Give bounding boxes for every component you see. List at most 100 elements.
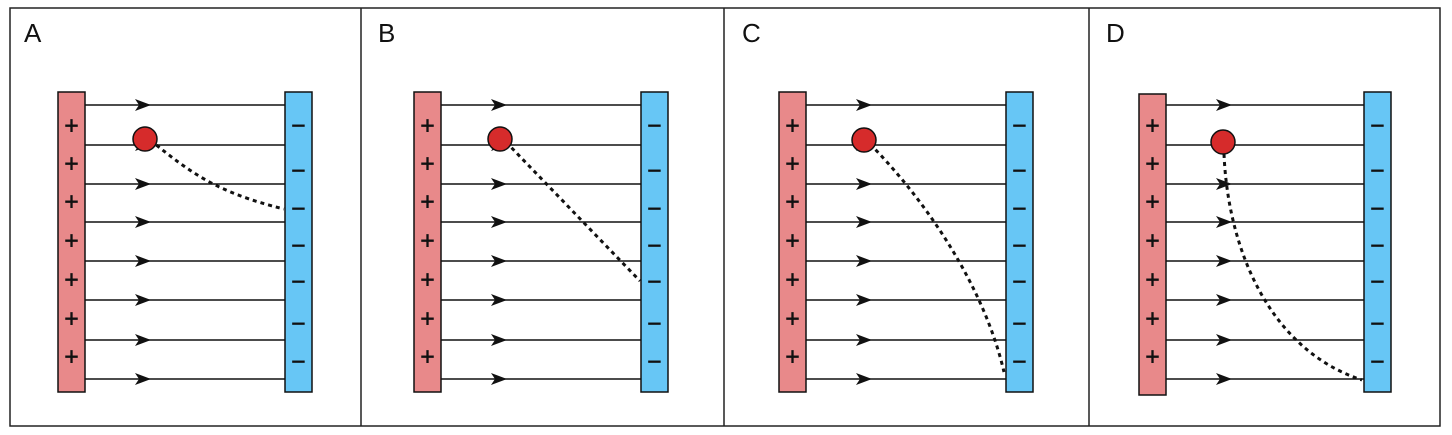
minus-sign: −: [1369, 269, 1386, 293]
positive-signs: +++++++: [63, 113, 80, 368]
field-arrow-icon: [491, 216, 507, 228]
field-arrow-icon: [135, 178, 151, 190]
panel-c: C +++++++ −−−−−−−: [742, 18, 1034, 393]
positive-plate: [57, 91, 86, 393]
field-arrow-icon: [491, 373, 507, 385]
outer-border: [9, 7, 1441, 427]
minus-sign: −: [1011, 158, 1028, 182]
trajectory-path: [504, 140, 642, 283]
minus-sign: −: [646, 158, 663, 182]
field-arrow-icon: [491, 294, 507, 306]
field-arrow-icon: [856, 373, 872, 385]
plus-sign: +: [63, 228, 80, 252]
positive-signs: +++++++: [419, 113, 436, 368]
field-arrow-icon: [1216, 334, 1232, 346]
panel-label: D: [1106, 18, 1125, 48]
plus-sign: +: [784, 344, 801, 368]
minus-sign: −: [1011, 349, 1028, 373]
field-lines: [1166, 99, 1367, 385]
field-arrow-icon: [856, 294, 872, 306]
trajectory-path: [149, 138, 285, 211]
charge-icon: [487, 126, 513, 152]
field-arrow-icon: [135, 99, 151, 111]
plus-sign: +: [63, 113, 80, 137]
minus-sign: −: [646, 233, 663, 257]
positive-signs: + + + + + + +: [1144, 113, 1161, 368]
plus-sign: +: [784, 228, 801, 252]
field-lines: [441, 99, 642, 385]
field-arrow-icon: [856, 99, 872, 111]
field-arrow-icon: [135, 216, 151, 228]
panel-b: B +++++++ −−−−−−−: [378, 18, 669, 393]
minus-sign: −: [1011, 269, 1028, 293]
minus-sign: −: [1369, 196, 1386, 220]
negative-plate: [1363, 91, 1392, 393]
plus-sign: +: [1144, 306, 1161, 330]
plus-sign: +: [784, 113, 801, 137]
trajectory-path: [1222, 153, 1363, 382]
field-arrow-icon: [856, 178, 872, 190]
plus-sign: +: [63, 189, 80, 213]
plus-sign: +: [419, 267, 436, 291]
plus-sign: +: [1144, 151, 1161, 175]
field-arrow-icon: [1216, 178, 1232, 190]
minus-sign: −: [290, 349, 307, 373]
positive-plate: [1138, 93, 1167, 396]
field-lines: [806, 99, 1007, 385]
minus-sign: −: [1011, 311, 1028, 335]
field-arrow-icon: [135, 255, 151, 267]
plus-sign: +: [63, 151, 80, 175]
plus-sign: +: [784, 267, 801, 291]
plus-sign: +: [1144, 344, 1161, 368]
panel-d: D +++++++ −−−−−−−: [1106, 18, 1392, 396]
plus-sign: +: [419, 344, 436, 368]
minus-sign: −: [1369, 233, 1386, 257]
charge-icon: [1210, 129, 1236, 155]
panel-a: A +++++++ −−−−−−−: [24, 18, 313, 393]
plus-sign: +: [1144, 189, 1161, 213]
field-arrow-icon: [1216, 294, 1232, 306]
plus-sign: +: [784, 151, 801, 175]
field-lines: [85, 99, 286, 385]
plus-sign: +: [419, 189, 436, 213]
negative-signs: −−−−−−−: [290, 113, 307, 373]
field-arrow-icon: [856, 255, 872, 267]
plus-sign: +: [63, 267, 80, 291]
minus-sign: −: [646, 196, 663, 220]
plus-sign: +: [1144, 228, 1161, 252]
field-arrow-icon: [491, 99, 507, 111]
panel-label: A: [24, 18, 42, 48]
minus-sign: −: [290, 158, 307, 182]
plus-sign: +: [419, 306, 436, 330]
negative-plate: [284, 91, 313, 393]
panel-label: C: [742, 18, 761, 48]
negative-signs: −−−−−−−: [1011, 113, 1028, 373]
field-arrow-icon: [856, 216, 872, 228]
plus-sign: +: [784, 189, 801, 213]
field-arrow-icon: [1216, 99, 1232, 111]
negative-plate: [1005, 91, 1034, 393]
plus-sign: +: [784, 306, 801, 330]
minus-sign: −: [646, 349, 663, 373]
positive-signs: + + + + + + +: [784, 113, 801, 368]
field-arrow-icon: [1216, 373, 1232, 385]
plus-sign: +: [419, 228, 436, 252]
charge-icon: [851, 127, 877, 153]
field-arrow-icon: [1216, 216, 1232, 228]
minus-sign: −: [646, 311, 663, 335]
minus-sign: −: [290, 233, 307, 257]
minus-sign: −: [1369, 158, 1386, 182]
field-arrow-icon: [135, 334, 151, 346]
plus-sign: +: [1144, 267, 1161, 291]
charge-icon: [132, 126, 158, 152]
positive-plate: [413, 91, 442, 393]
minus-sign: −: [290, 113, 307, 137]
field-arrow-icon: [135, 294, 151, 306]
plus-sign: +: [419, 113, 436, 137]
positive-plate: [778, 91, 807, 393]
plus-sign: +: [1144, 113, 1161, 137]
panel-label: B: [378, 18, 395, 48]
negative-plate: [640, 91, 669, 393]
field-arrow-icon: [491, 334, 507, 346]
